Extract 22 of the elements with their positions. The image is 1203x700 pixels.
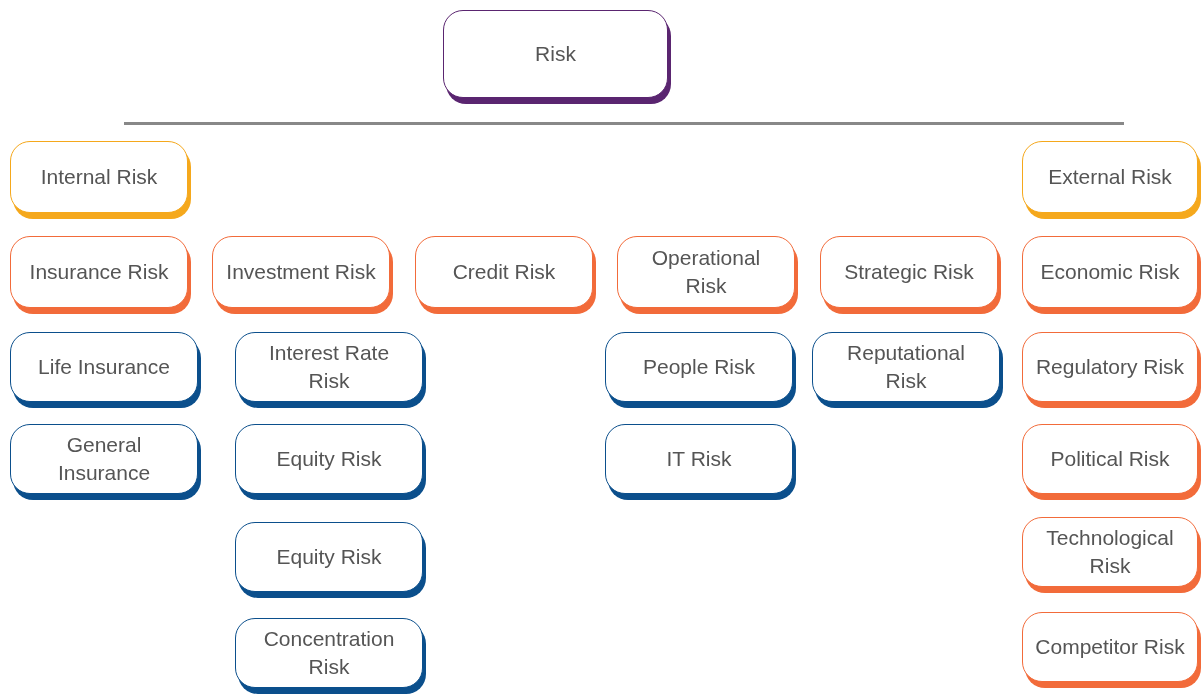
category-label: Competitor Risk [1035, 633, 1185, 660]
category-label: Investment Risk [226, 258, 376, 285]
category-label: People Risk [642, 353, 756, 380]
category-label: Internal Risk [40, 163, 158, 190]
category-label: Technological Risk [1045, 524, 1175, 579]
category-label: Insurance Risk [29, 258, 169, 285]
category-label: External Risk [1048, 163, 1172, 190]
category-label: Reputational Risk [846, 339, 966, 394]
category-label: Risk [535, 40, 576, 67]
category-label: Interest Rate Risk [267, 339, 391, 394]
category-label: Equity Risk [276, 543, 382, 570]
category-label: Credit Risk [452, 258, 556, 285]
category-label: General Insurance [56, 431, 152, 486]
category-label: Life Insurance [38, 353, 170, 380]
category-label: Strategic Risk [844, 258, 974, 285]
category-label: Operational Risk [650, 244, 762, 299]
category-label: IT Risk [666, 445, 732, 472]
category-label: Concentration Risk [262, 625, 396, 680]
category-label: Political Risk [1050, 445, 1170, 472]
category-label: Equity Risk [276, 445, 382, 472]
category-label: Regulatory Risk [1035, 353, 1185, 380]
category-label: Economic Risk [1040, 258, 1180, 285]
